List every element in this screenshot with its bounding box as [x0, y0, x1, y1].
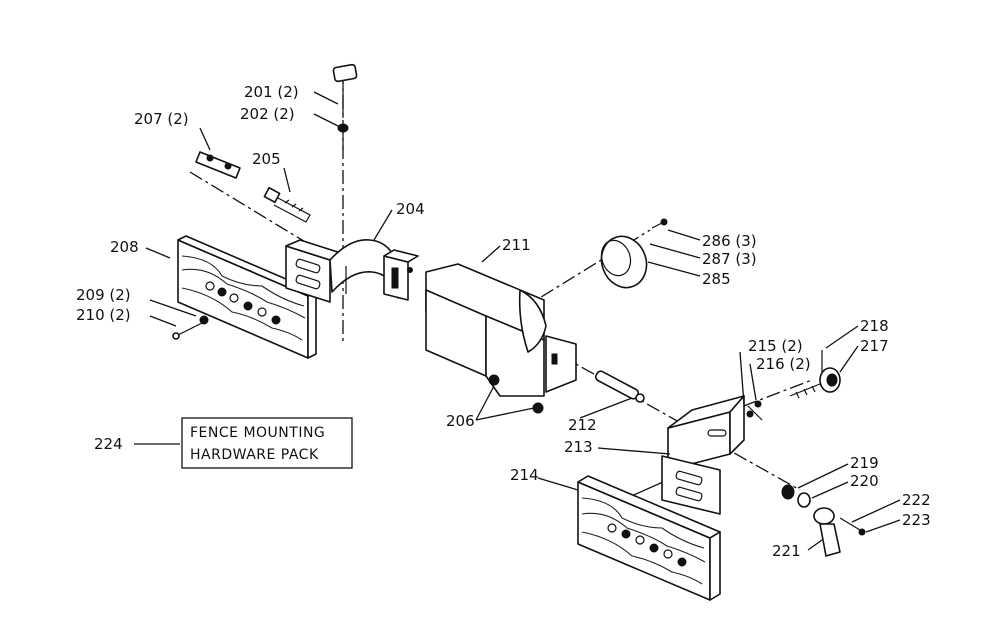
label-218: 218: [860, 317, 889, 335]
label-204: 204: [396, 200, 425, 218]
label-214: 214: [510, 466, 539, 484]
label-211: 211: [502, 236, 531, 254]
label-216: 216 (2): [756, 355, 811, 373]
label-215: 215 (2): [748, 337, 803, 355]
label-287: 287 (3): [702, 250, 757, 268]
callout-labels: 201 (2) 202 (2) 207 (2) 205 204 208 209 …: [76, 83, 931, 560]
label-209: 209 (2): [76, 286, 131, 304]
label-201: 201 (2): [244, 83, 299, 101]
part-211-guard: [425, 263, 577, 397]
part-213-bracket: [661, 395, 745, 515]
label-206: 206: [446, 412, 475, 430]
part-214-wood-face: [577, 475, 721, 601]
part-202-washer: [337, 123, 349, 150]
label-219: 219: [850, 454, 879, 472]
label-221: 221: [772, 542, 801, 560]
part-217-handle: [789, 367, 841, 399]
label-220: 220: [850, 472, 879, 490]
label-202: 202 (2): [240, 105, 295, 123]
label-208: 208: [110, 238, 139, 256]
part-206-nuts: [488, 374, 544, 414]
label-224: 224: [94, 435, 123, 453]
label-222: 222: [902, 491, 931, 509]
label-285: 285: [702, 270, 731, 288]
part-205-bolt: [263, 186, 311, 223]
part-204-bracket: [285, 239, 419, 303]
part-219-220-washers: [781, 484, 811, 508]
hardware-pack-line1: FENCE MOUNTING: [190, 425, 325, 441]
label-213: 213: [564, 438, 593, 456]
label-210: 210 (2): [76, 306, 131, 324]
label-217: 217: [860, 337, 889, 355]
part-222-223-screw: [839, 517, 866, 536]
label-286: 286 (3): [702, 232, 757, 250]
label-207: 207 (2): [134, 110, 189, 128]
part-209-210-screw: [172, 315, 209, 340]
part-201-knob: [332, 63, 358, 118]
part-285-cap: [600, 235, 648, 289]
part-221-lever: [813, 507, 841, 557]
label-212: 212: [568, 416, 597, 434]
hardware-pack-box: FENCE MOUNTING HARDWARE PACK: [181, 417, 353, 469]
label-223: 223: [902, 511, 931, 529]
part-215-216-screws: [746, 400, 763, 421]
hardware-pack-line2: HARDWARE PACK: [190, 447, 319, 463]
part-212-shaft: [594, 370, 645, 403]
part-286-287-screws: [651, 218, 668, 229]
label-205: 205: [252, 150, 281, 168]
part-207-plate: [195, 151, 241, 179]
leader-lines: [134, 91, 901, 551]
